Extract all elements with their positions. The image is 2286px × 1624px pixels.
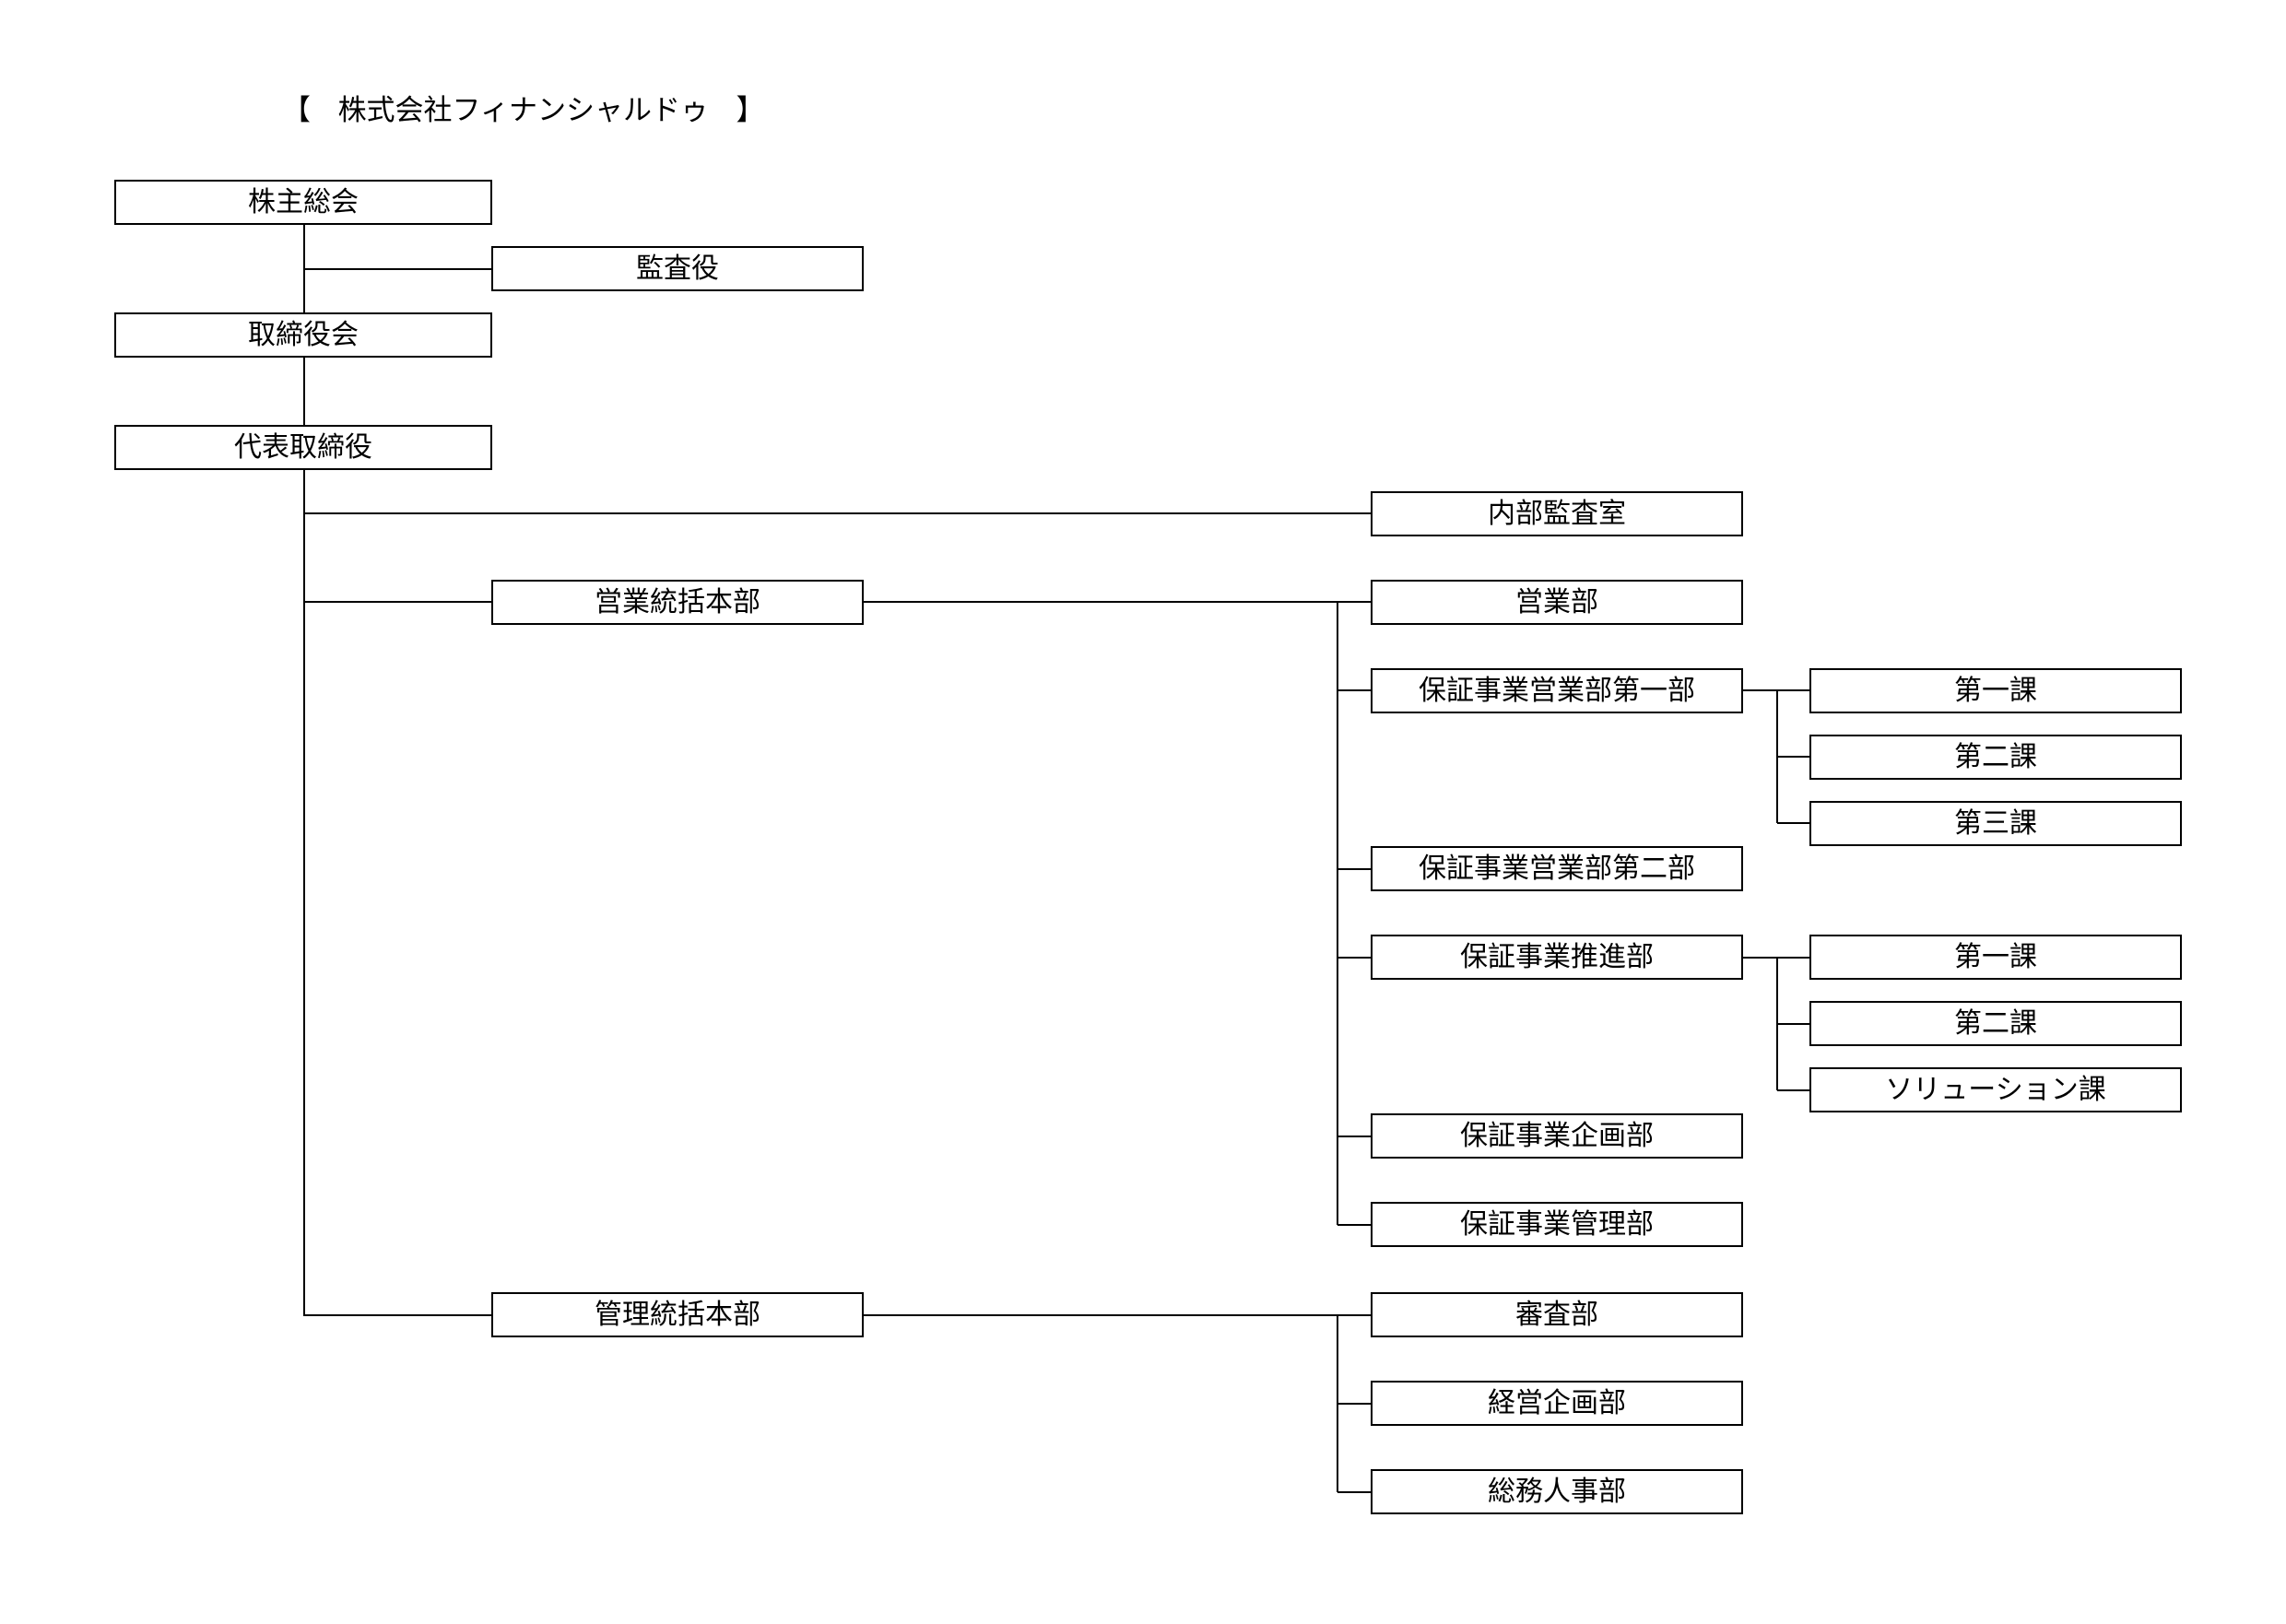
sales-hq-box: 営業統括本部: [491, 580, 864, 625]
guarantee-sales-2-label: 保証事業営業部第二部: [1419, 852, 1695, 885]
section-label: 第一課: [1954, 674, 2037, 707]
general-affairs-hr-box: 総務人事部: [1371, 1469, 1743, 1514]
section-box: ソリューション課: [1809, 1067, 2182, 1112]
title-close-bracket: 】: [736, 94, 765, 127]
shareholders-meeting-label: 株主総会: [248, 185, 359, 218]
general-affairs-hr-label: 総務人事部: [1488, 1475, 1626, 1508]
guarantee-management-box: 保証事業管理部: [1371, 1202, 1743, 1247]
company-name: 株式会社フィナンシャルドゥ: [337, 94, 709, 127]
section-label: 第一課: [1954, 940, 2037, 973]
section-box: 第二課: [1809, 1001, 2182, 1046]
section-label: 第二課: [1954, 1006, 2037, 1040]
section-box: 第二課: [1809, 735, 2182, 780]
corporate-planning-label: 経営企画部: [1488, 1386, 1626, 1419]
corporate-planning-box: 経営企画部: [1371, 1381, 1743, 1426]
section-label: 第三課: [1954, 806, 2037, 840]
guarantee-planning-box: 保証事業企画部: [1371, 1113, 1743, 1159]
representative-director-box: 代表取締役: [114, 425, 492, 470]
guarantee-promotion-box: 保証事業推進部: [1371, 935, 1743, 980]
internal-audit-label: 内部監査室: [1488, 497, 1626, 530]
representative-director-label: 代表取締役: [234, 430, 372, 464]
board-label: 取締役会: [248, 318, 359, 351]
title-open-bracket: 【: [282, 94, 311, 127]
auditor-box: 監査役: [491, 246, 864, 291]
guarantee-sales-2-box: 保証事業営業部第二部: [1371, 846, 1743, 891]
examination-dept-label: 審査部: [1515, 1298, 1598, 1331]
guarantee-planning-label: 保証事業企画部: [1460, 1119, 1654, 1152]
shareholders-meeting-box: 株主総会: [114, 180, 492, 225]
section-box: 第一課: [1809, 935, 2182, 980]
admin-hq-label: 管理統括本部: [595, 1298, 760, 1331]
section-box: 第三課: [1809, 801, 2182, 846]
page-title: 【 株式会社フィナンシャルドゥ 】: [282, 88, 765, 133]
internal-audit-box: 内部監査室: [1371, 491, 1743, 536]
section-box: 第一課: [1809, 668, 2182, 713]
auditor-label: 監査役: [636, 252, 719, 285]
board-box: 取締役会: [114, 312, 492, 358]
examination-dept-box: 審査部: [1371, 1292, 1743, 1337]
sales-dept-box: 営業部: [1371, 580, 1743, 625]
admin-hq-box: 管理統括本部: [491, 1292, 864, 1337]
guarantee-promotion-label: 保証事業推進部: [1460, 940, 1654, 973]
guarantee-management-label: 保証事業管理部: [1460, 1207, 1654, 1241]
guarantee-sales-1-box: 保証事業営業部第一部: [1371, 668, 1743, 713]
section-label: 第二課: [1954, 740, 2037, 773]
section-label: ソリューション課: [1885, 1073, 2106, 1106]
guarantee-sales-1-label: 保証事業営業部第一部: [1419, 674, 1695, 707]
sales-hq-label: 営業統括本部: [595, 585, 760, 618]
sales-dept-label: 営業部: [1515, 585, 1598, 618]
